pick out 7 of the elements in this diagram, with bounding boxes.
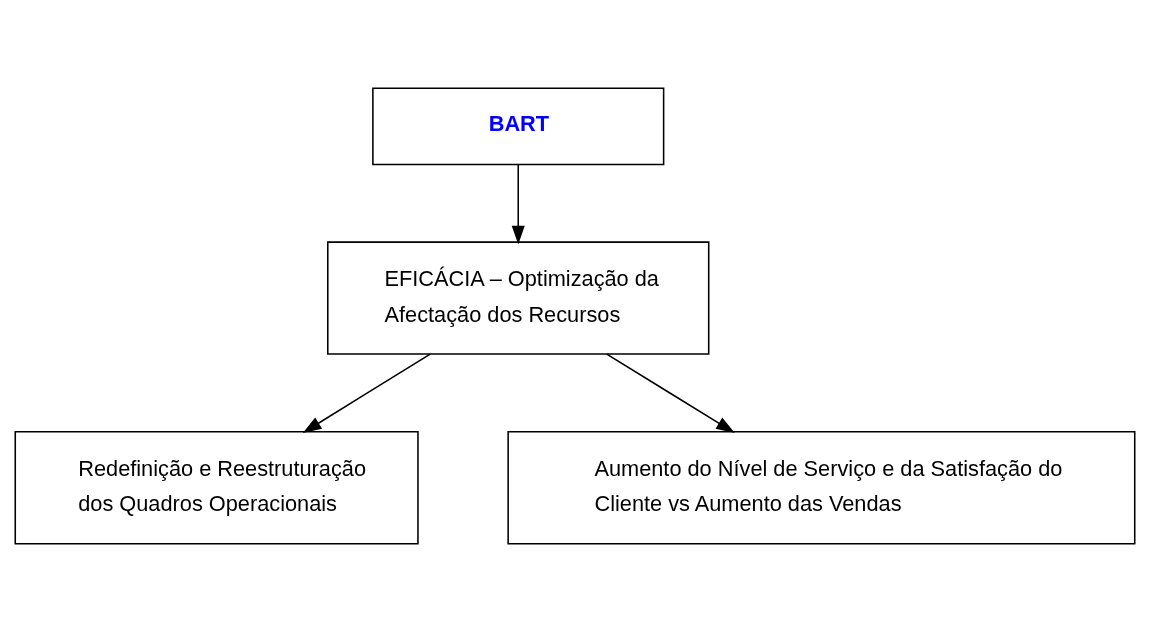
arrow	[606, 353, 735, 433]
arrow	[511, 163, 525, 245]
arrow	[302, 353, 431, 433]
node-box: BART	[372, 87, 665, 166]
node-box: EFICÁCIA – Optimização da Afectação dos Recursos	[327, 241, 710, 355]
node-box: Redefinição e Reestruturação dos Quadros Operacionais	[14, 431, 419, 545]
node-box: Aumento do Nível de Serviço e da Satisfação do Cliente vs Aumento das Vendas	[507, 431, 1136, 545]
